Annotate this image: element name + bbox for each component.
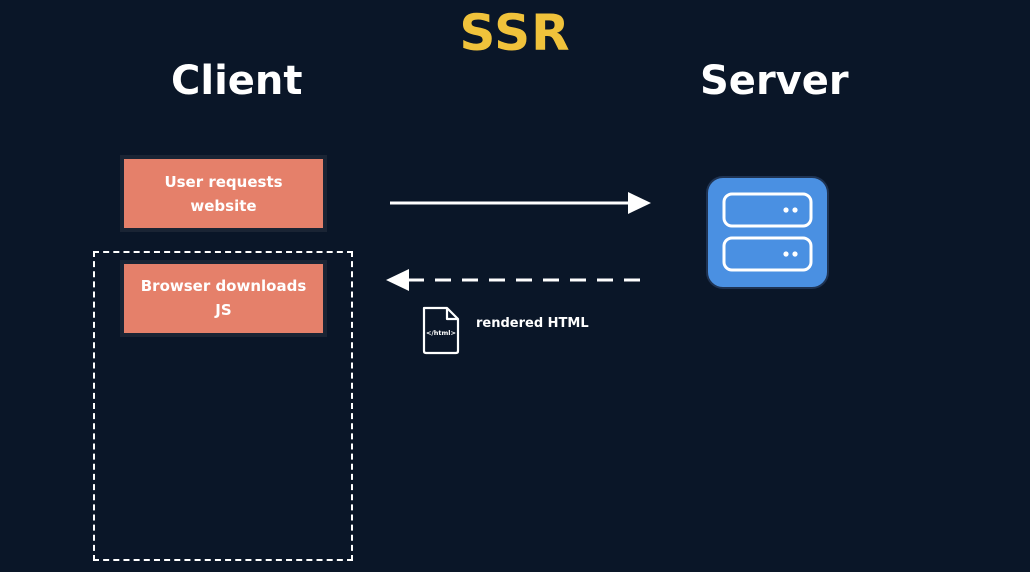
- user-requests-box: User requests website: [124, 159, 323, 228]
- response-arrow: [386, 269, 640, 291]
- server-heading: Server: [700, 58, 849, 104]
- rendered-html-label: rendered HTML: [476, 316, 589, 331]
- html-file-icon: </html>: [422, 306, 460, 355]
- user-requests-label: User requests website: [164, 172, 283, 215]
- browser-downloads-label: Browser downloads JS: [140, 277, 307, 319]
- browser-downloads-box: Browser downloads JS: [124, 264, 323, 333]
- request-arrow: [390, 192, 651, 214]
- diagram-title: SSR: [459, 4, 571, 62]
- client-dashed-frame: [93, 251, 353, 561]
- client-heading: Client: [171, 58, 303, 104]
- html-file-tag: </html>: [426, 329, 456, 337]
- server-icon: [706, 176, 829, 289]
